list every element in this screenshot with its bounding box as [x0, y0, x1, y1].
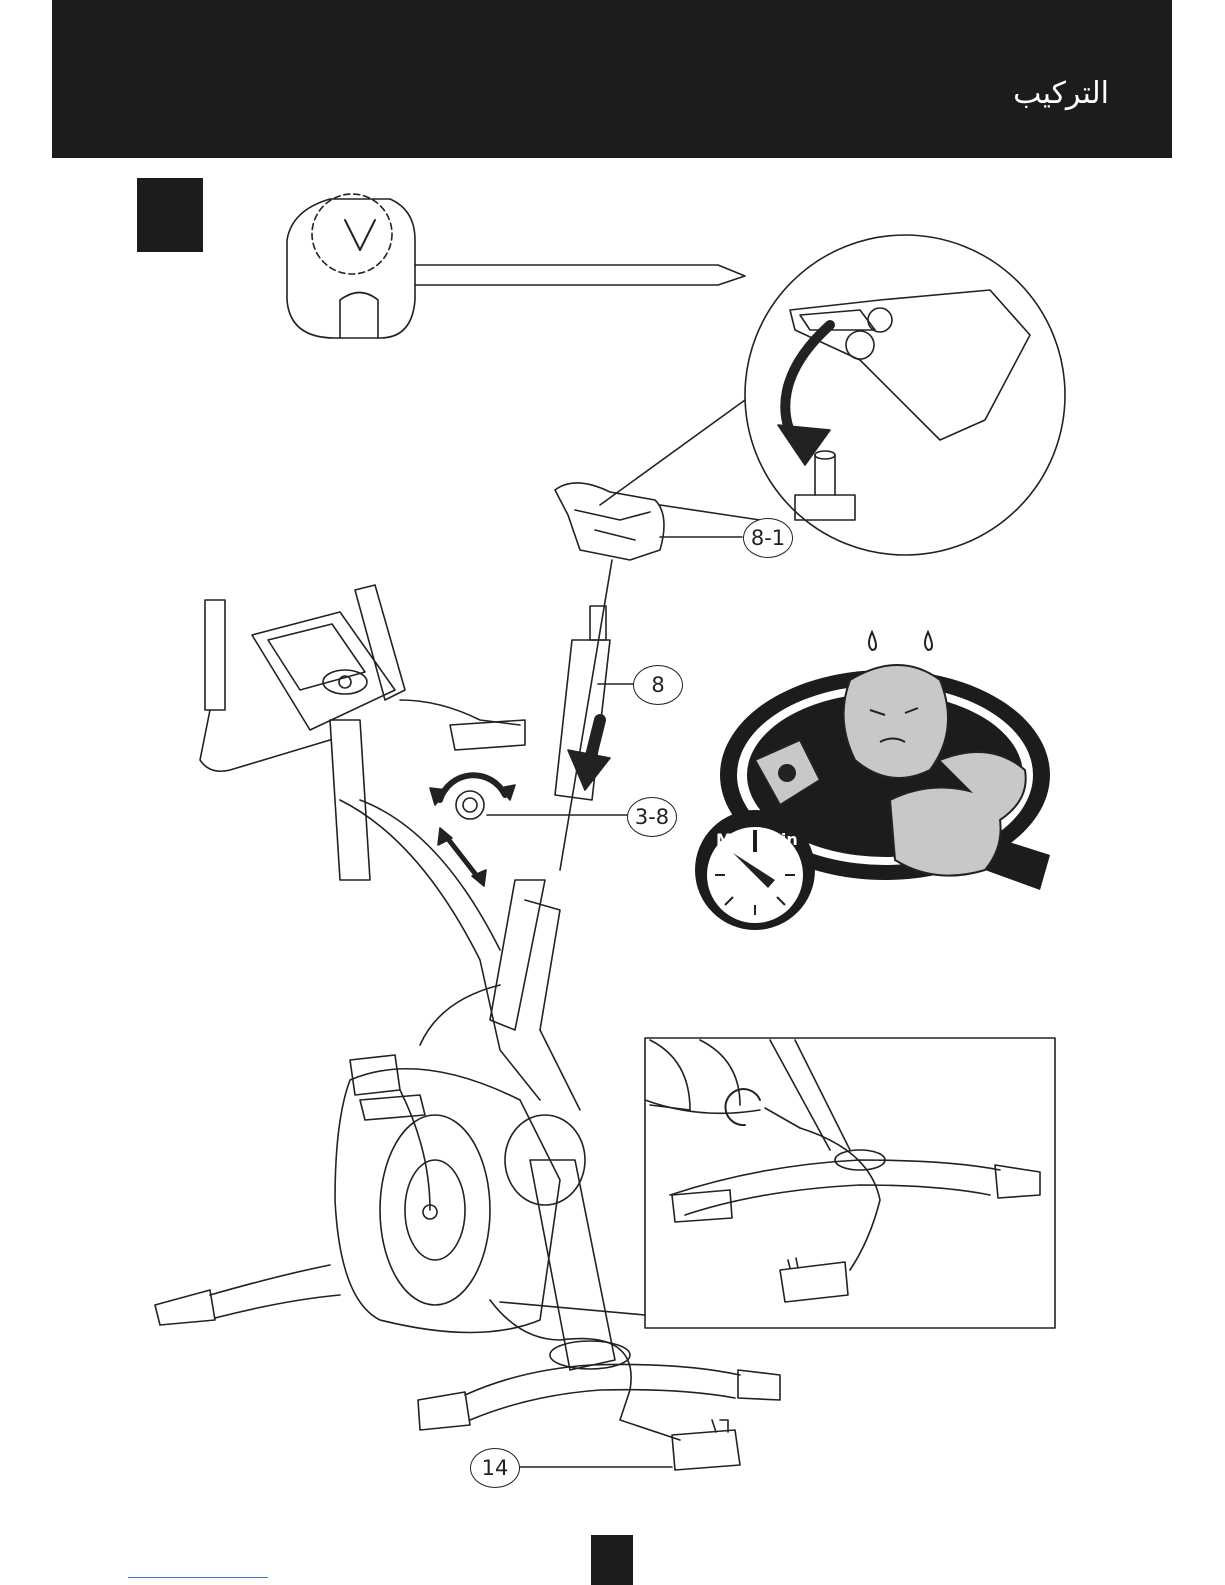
footer-link-line	[128, 1577, 268, 1578]
seat-detail-circle	[600, 235, 1065, 555]
gauge-min-label: Min	[765, 830, 798, 849]
wrench-tool	[287, 194, 745, 338]
page-number-box	[591, 1535, 633, 1585]
seat-post	[555, 560, 633, 870]
gauge-max-label: Max	[716, 830, 754, 849]
inset-power-connection	[645, 1038, 1055, 1328]
callout-adapter: 14	[470, 1448, 520, 1488]
callout-seat-post: 8	[633, 665, 683, 705]
bike-frame	[155, 585, 780, 1470]
adjust-knob	[430, 775, 627, 886]
seat	[555, 483, 742, 560]
torque-warning-illustration: Max Min	[695, 632, 1050, 930]
callout-seat: 8-1	[743, 518, 793, 558]
callout-knob: 3-8	[627, 797, 677, 837]
